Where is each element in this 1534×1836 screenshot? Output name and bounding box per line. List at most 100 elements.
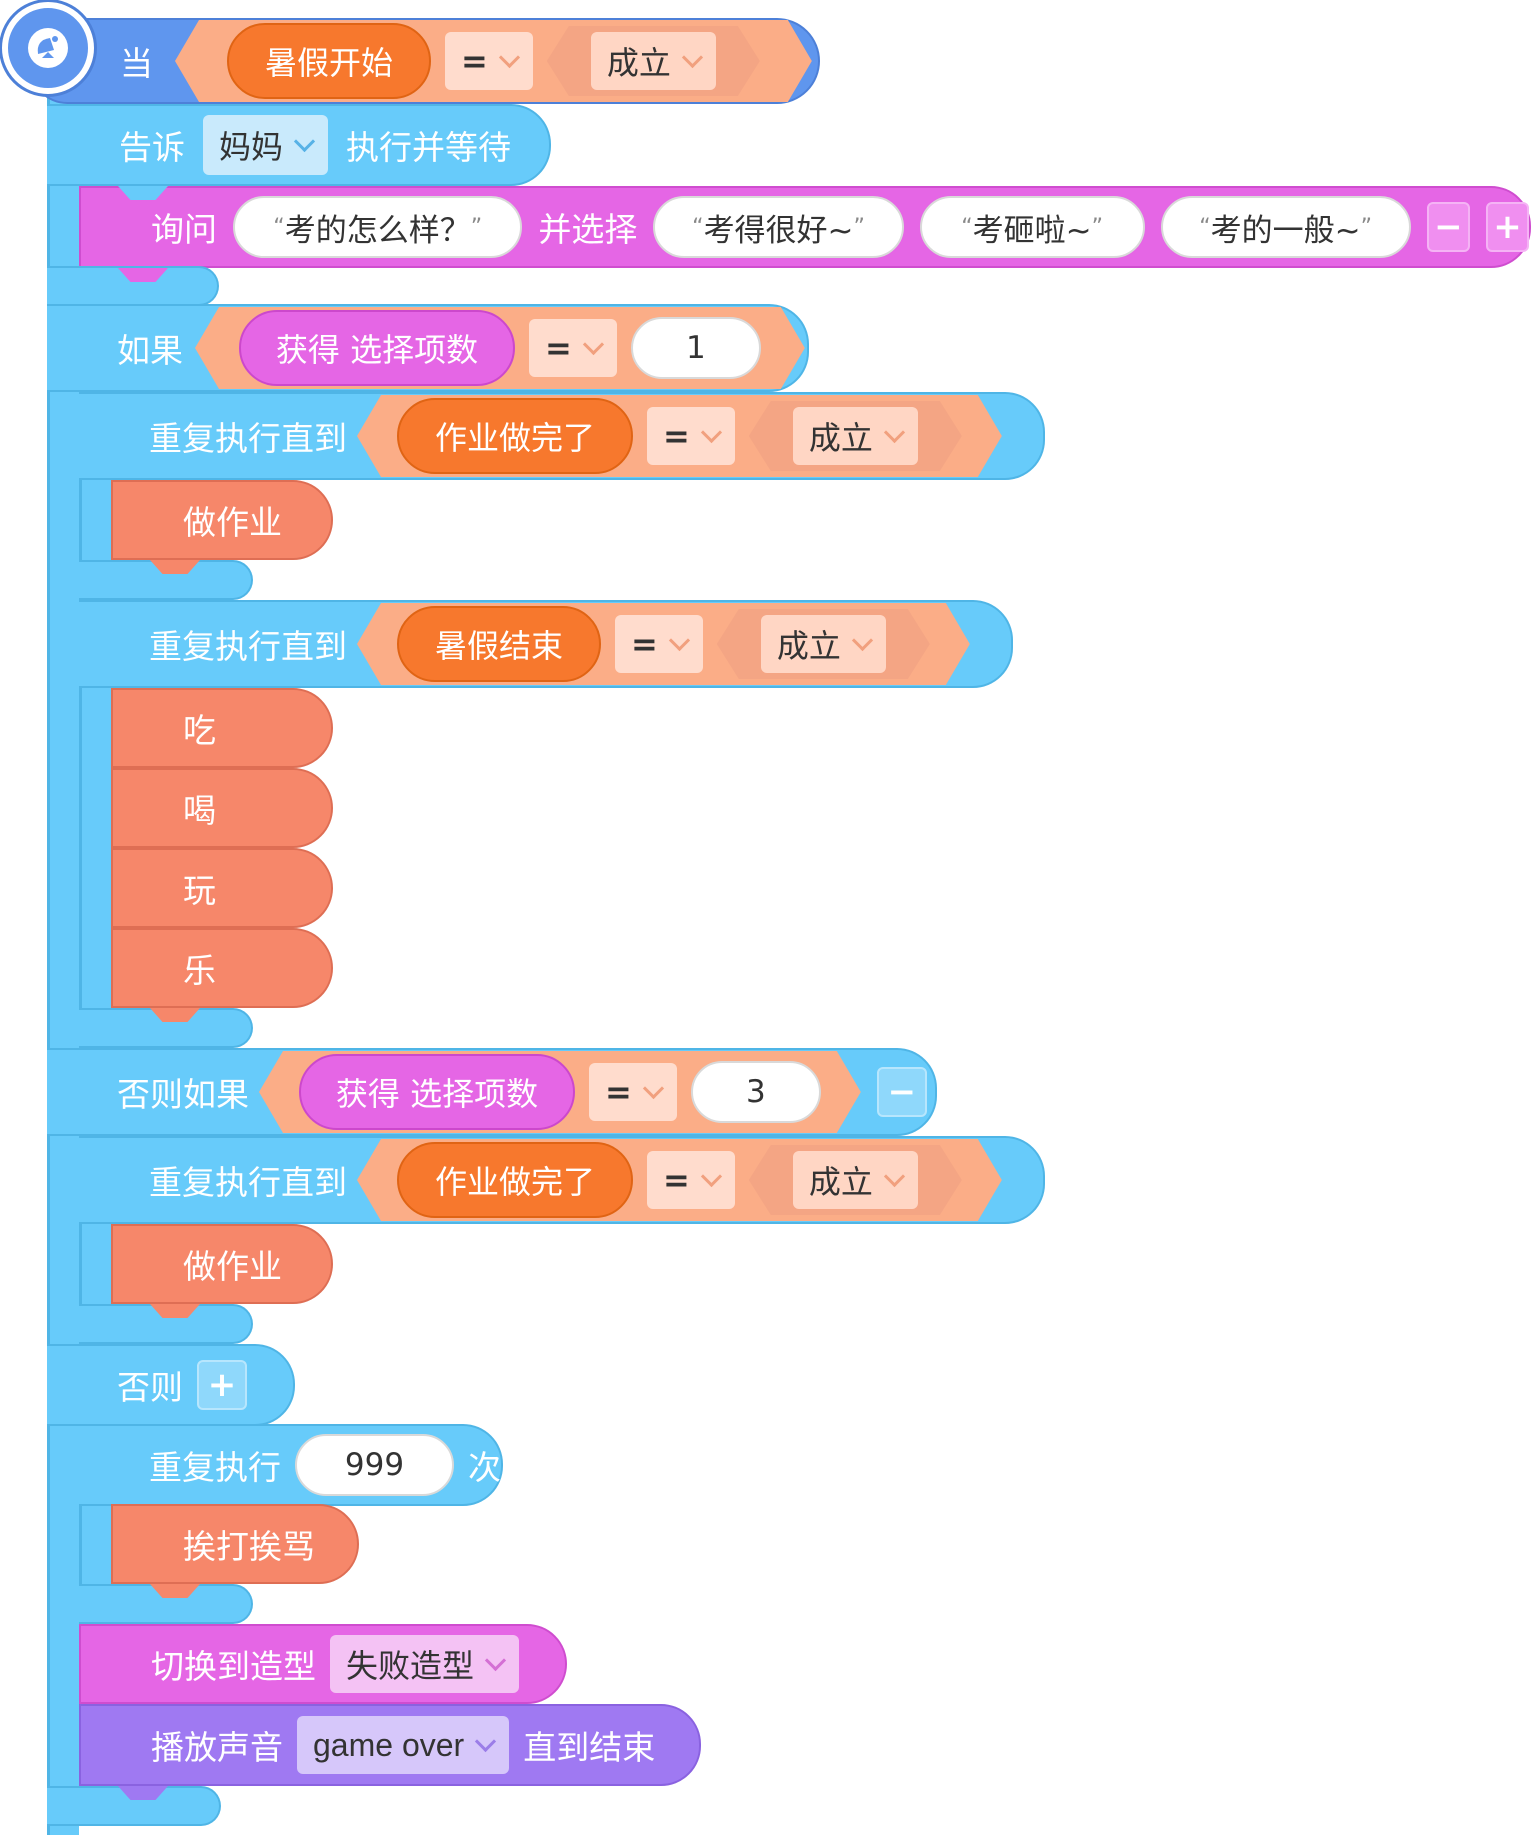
true-boolean-slot[interactable]: 成立 — [717, 609, 930, 679]
play-sound-block[interactable]: 播放声音 game over 直到结束 — [79, 1704, 701, 1786]
compare-value-input[interactable]: 1 — [631, 317, 761, 379]
operator-dropdown[interactable]: = — [615, 615, 703, 673]
chevron-down-icon — [643, 1077, 664, 1098]
add-option-button[interactable]: + — [1485, 202, 1529, 252]
else-if-condition[interactable]: 获得 选择项数 = 3 — [259, 1051, 861, 1133]
chevron-down-icon — [701, 1165, 722, 1186]
chevron-down-icon — [475, 1730, 497, 1752]
remove-option-button[interactable]: − — [1426, 202, 1470, 252]
true-value-dropdown[interactable]: 成立 — [761, 615, 886, 673]
tell-label: 告诉 — [119, 128, 185, 167]
true-boolean-slot[interactable]: 成立 — [547, 26, 760, 96]
choice-index-reporter[interactable]: 获得 选择项数 — [239, 310, 515, 386]
block-notch — [118, 1786, 168, 1800]
compare-value-input[interactable]: 3 — [691, 1061, 821, 1123]
tell-target-dropdown[interactable]: 妈妈 — [203, 115, 329, 175]
operator-dropdown[interactable]: = — [589, 1063, 677, 1121]
repeat-until-label: 重复执行直到 — [149, 627, 347, 666]
true-value-dropdown[interactable]: 成立 — [591, 32, 716, 90]
operator-dropdown[interactable]: = — [529, 319, 617, 377]
tell-action-label: 执行并等待 — [346, 128, 512, 167]
operator-dropdown[interactable]: = — [647, 407, 735, 465]
ask-block[interactable]: 询问 “考的怎么样？” 并选择 “考得很好~” “考砸啦~” “考的一般~” −… — [79, 186, 1531, 268]
do-homework-block[interactable]: 做作业 — [111, 1224, 333, 1304]
chevron-down-icon — [884, 1165, 905, 1186]
true-boolean-slot[interactable]: 成立 — [749, 1145, 962, 1215]
repeat-until-block-2[interactable]: 重复执行直到 暑假结束 = 成立 — [79, 600, 1013, 688]
costume-dropdown[interactable]: 失败造型 — [330, 1635, 520, 1693]
chevron-down-icon — [583, 333, 604, 354]
repeat-until-label: 重复执行直到 — [149, 1163, 347, 1202]
drink-block[interactable]: 喝 — [111, 768, 333, 848]
play-label: 玩 — [183, 871, 216, 910]
true-value-dropdown[interactable]: 成立 — [793, 1151, 918, 1209]
remove-branch-button[interactable]: − — [876, 1067, 927, 1117]
repeat-until-condition[interactable]: 暑假结束 = 成立 — [357, 603, 970, 685]
summer-start-reporter[interactable]: 暑假开始 — [227, 23, 431, 99]
block-notch — [118, 268, 168, 282]
repeat-times-label: 重复执行 — [149, 1448, 281, 1487]
do-homework-label: 做作业 — [183, 1247, 282, 1286]
repeat-count-input[interactable]: 999 — [295, 1434, 454, 1496]
if-block[interactable]: 如果 获得 选择项数 = 1 — [47, 304, 809, 392]
true-value-dropdown[interactable]: 成立 — [793, 407, 918, 465]
do-homework-label: 做作业 — [183, 503, 282, 542]
chevron-down-icon — [884, 421, 905, 442]
repeat-times-block[interactable]: 重复执行 999 次 — [79, 1424, 503, 1506]
play-block[interactable]: 玩 — [111, 848, 333, 928]
operator-dropdown[interactable]: = — [445, 32, 533, 90]
get-scolded-label: 挨打挨骂 — [183, 1527, 315, 1566]
block-notch — [150, 560, 200, 574]
switch-costume-label: 切换到造型 — [151, 1647, 316, 1686]
eat-block[interactable]: 吃 — [111, 688, 333, 768]
tell-block[interactable]: 告诉 妈妈 执行并等待 — [47, 104, 551, 186]
get-scolded-block[interactable]: 挨打挨骂 — [111, 1504, 359, 1584]
do-homework-block[interactable]: 做作业 — [111, 480, 333, 560]
choose-label: 并选择 — [538, 210, 638, 249]
repeat-until-condition[interactable]: 作业做完了 = 成立 — [357, 1139, 1002, 1221]
option-input-2[interactable]: “考砸啦~” — [919, 196, 1145, 258]
true-boolean-slot[interactable]: 成立 — [749, 401, 962, 471]
block-notch — [118, 186, 168, 200]
repeat-until-block-1[interactable]: 重复执行直到 作业做完了 = 成立 — [79, 392, 1045, 480]
else-block[interactable]: 否则 + — [47, 1344, 295, 1426]
choice-index-reporter[interactable]: 获得 选择项数 — [299, 1054, 575, 1130]
when-hat-block[interactable]: 当 暑假开始 = 成立 — [30, 18, 820, 104]
else-if-block[interactable]: 否则如果 获得 选择项数 = 3 − — [47, 1048, 937, 1136]
sound-dropdown[interactable]: game over — [297, 1716, 510, 1774]
fun-block[interactable]: 乐 — [111, 928, 333, 1008]
chevron-down-icon — [852, 629, 873, 650]
switch-costume-block[interactable]: 切换到造型 失败造型 — [79, 1624, 567, 1704]
times-suffix-label: 次 — [468, 1448, 501, 1487]
when-condition[interactable]: 暑假开始 = 成立 — [175, 20, 812, 102]
operator-dropdown[interactable]: = — [647, 1151, 735, 1209]
repeat-until-condition[interactable]: 作业做完了 = 成立 — [357, 395, 1002, 477]
block-notch — [150, 1584, 200, 1598]
chevron-down-icon — [293, 130, 316, 152]
eat-label: 吃 — [183, 711, 216, 750]
chevron-down-icon — [499, 46, 520, 67]
when-label: 当 — [120, 44, 153, 83]
fun-label: 乐 — [183, 951, 216, 990]
satellite-dish-icon — [2, 2, 94, 94]
chevron-down-icon — [701, 421, 722, 442]
repeat-until-block-3[interactable]: 重复执行直到 作业做完了 = 成立 — [79, 1136, 1045, 1224]
option-input-1[interactable]: “考得很好~” — [653, 196, 904, 258]
add-branch-button[interactable]: + — [197, 1360, 247, 1410]
chevron-down-icon — [682, 46, 703, 67]
repeat-until-label: 重复执行直到 — [149, 419, 347, 458]
until-done-label: 直到结束 — [523, 1728, 656, 1767]
if-label: 如果 — [117, 331, 183, 370]
chevron-down-icon — [484, 1649, 507, 1671]
homework-done-reporter[interactable]: 作业做完了 — [397, 398, 633, 474]
if-condition[interactable]: 获得 选择项数 = 1 — [195, 307, 805, 389]
chevron-down-icon — [669, 629, 690, 650]
summer-end-reporter[interactable]: 暑假结束 — [397, 606, 601, 682]
ask-label: 询问 — [151, 210, 217, 249]
question-input[interactable]: “考的怎么样？” — [233, 196, 523, 258]
block-notch — [150, 1304, 200, 1318]
play-sound-label: 播放声音 — [151, 1728, 283, 1767]
repeat2-body-spine — [79, 685, 111, 1050]
option-input-3[interactable]: “考的一般~” — [1160, 196, 1411, 258]
homework-done-reporter[interactable]: 作业做完了 — [397, 1142, 633, 1218]
